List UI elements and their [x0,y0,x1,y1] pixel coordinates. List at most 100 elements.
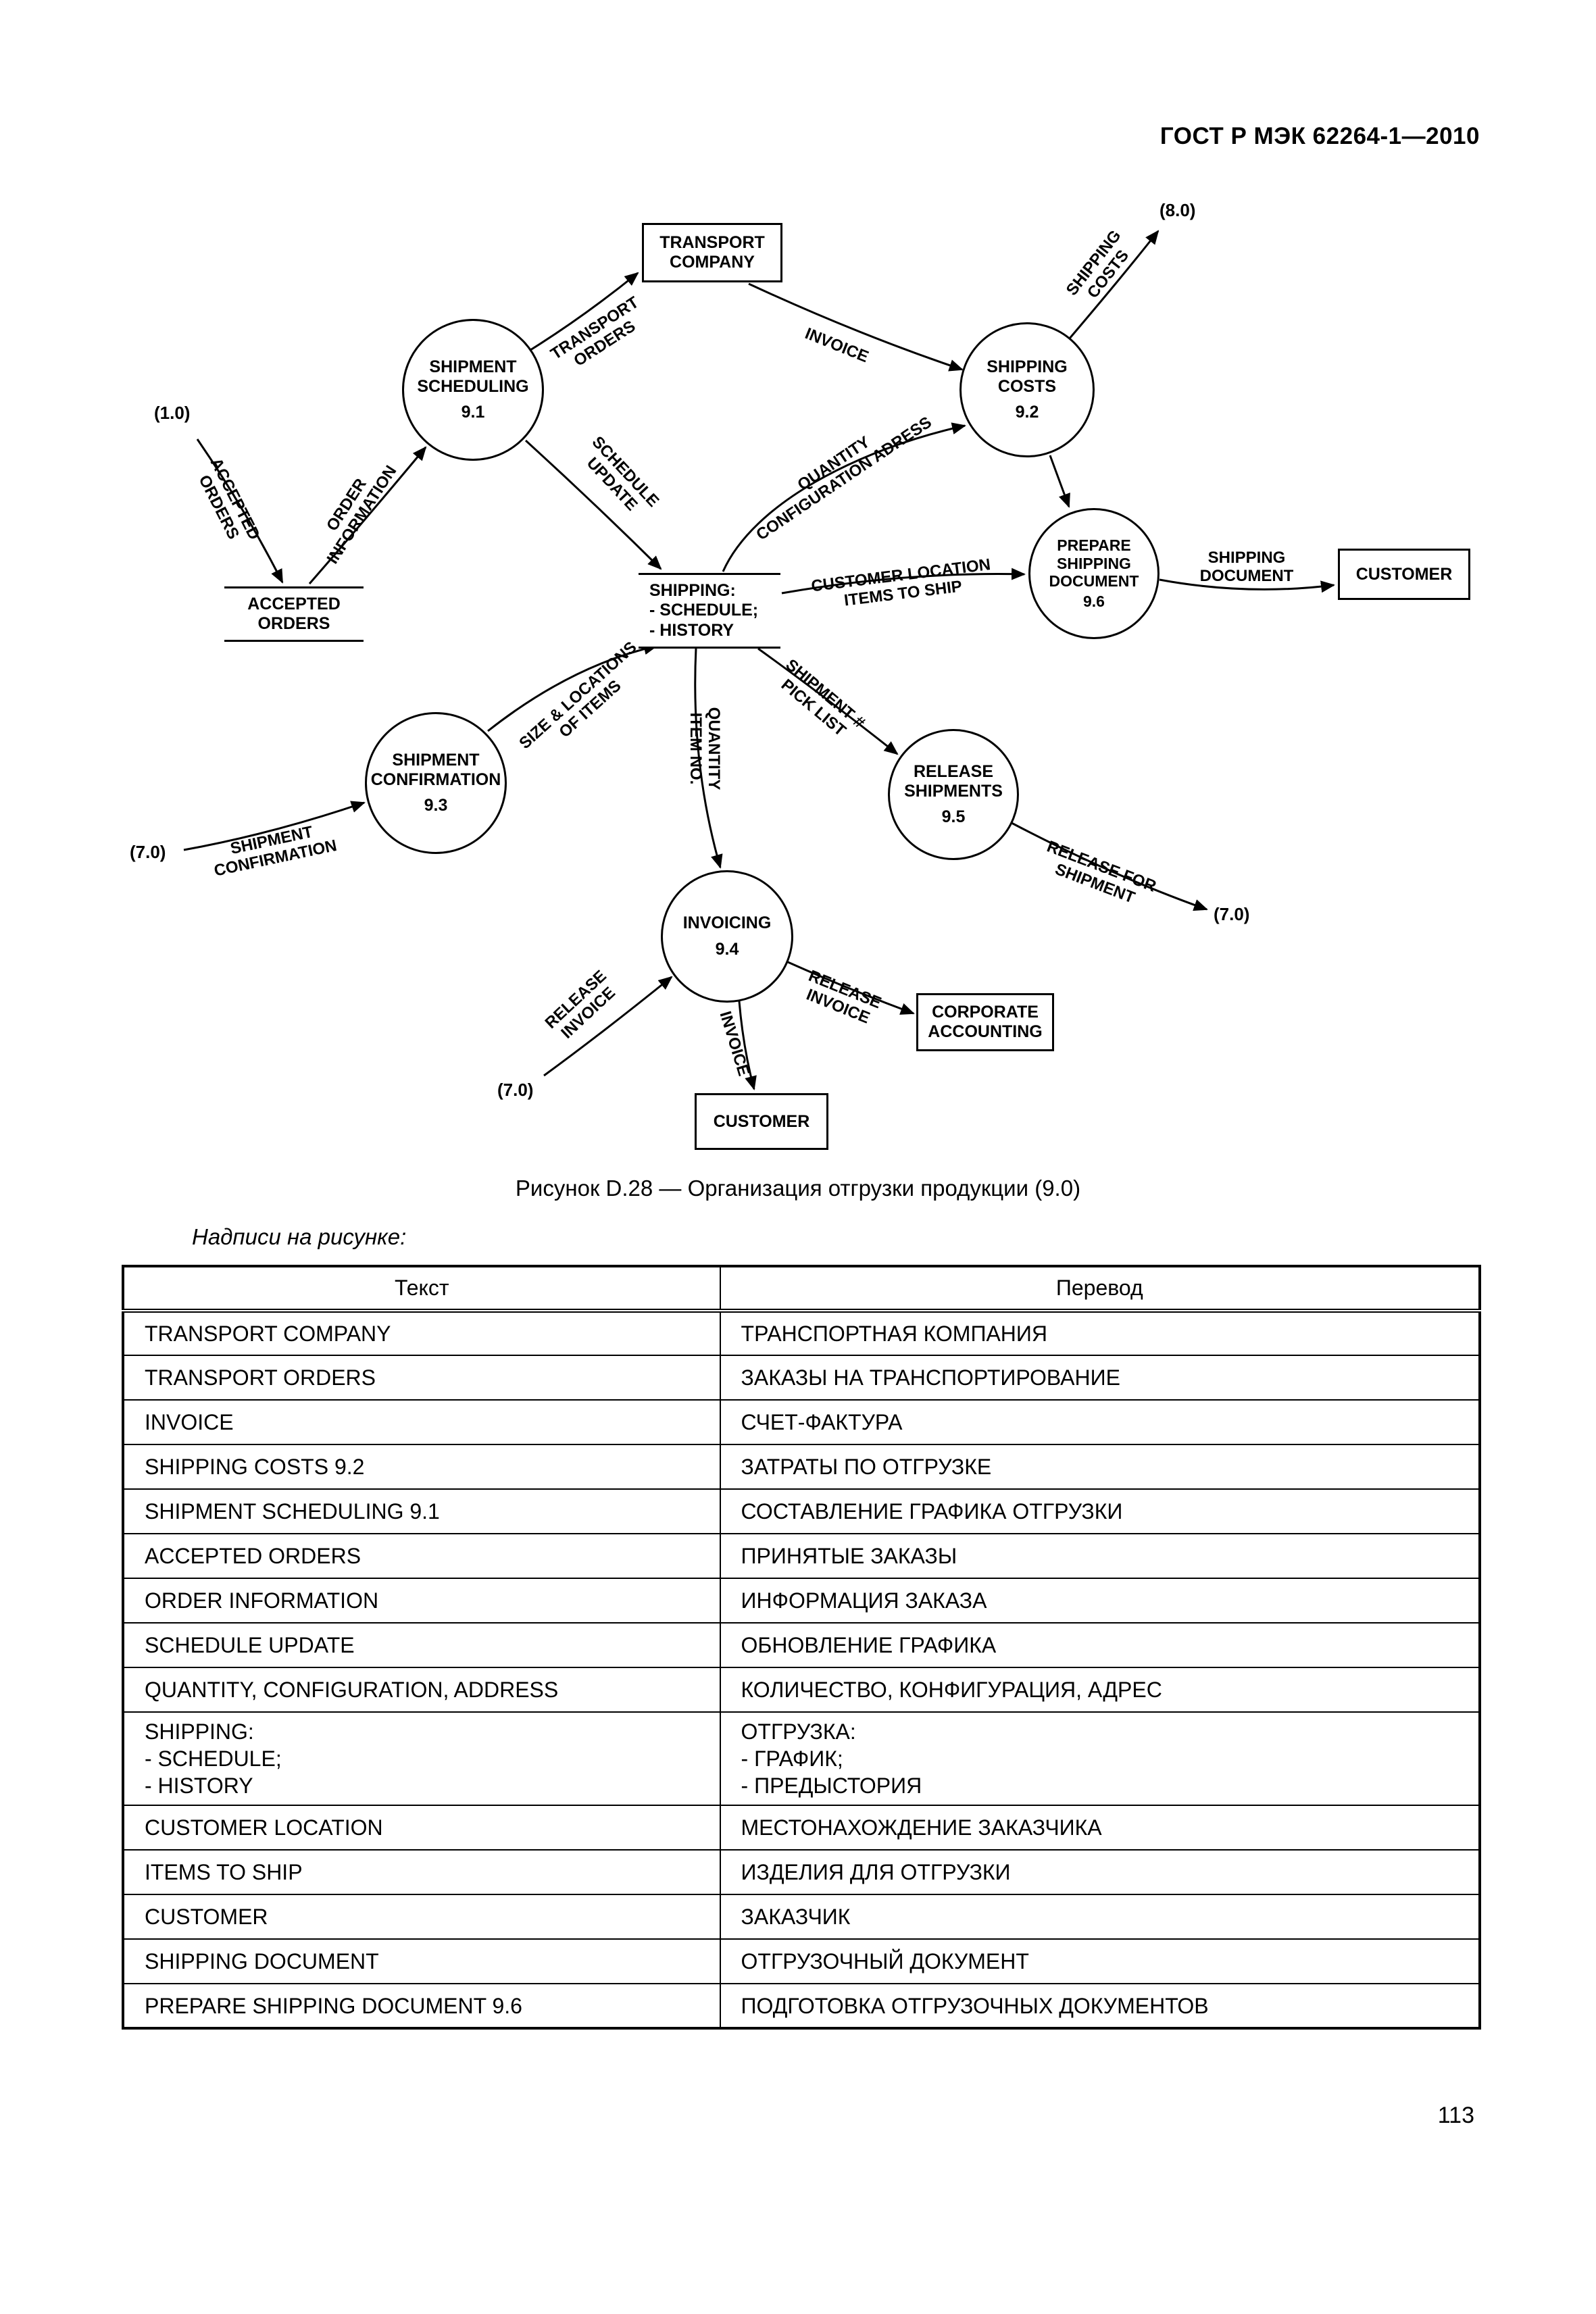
cell-text: SHIPPING: - SCHEDULE; - HISTORY [122,1711,721,1806]
entity-label: CUSTOMER [713,1111,810,1131]
table-header-text: Текст [122,1265,721,1313]
arrow-shipment-confirmation-in [183,801,366,851]
process-number: 9.3 [424,796,448,815]
entity-label: TRANSPORT COMPANY [659,233,765,272]
cell-text: SCHEDULE UPDATE [122,1622,721,1668]
ref-8-0: (8.0) [1159,200,1196,220]
arrow-costs-to-prepare [1049,455,1070,508]
arrow-transport-orders [530,272,639,351]
ref-1-0: (1.0) [154,403,191,423]
store-label: ACCEPTED ORDERS [247,594,341,634]
flow-label-quantity-item-no: QUANTITY ITEM NO. [687,707,723,790]
ref-7-0-bottom: (7.0) [497,1080,534,1100]
cell-translation: ОТГРУЗКА: - ГРАФИК; - ПРЕДЫСТОРИЯ [719,1711,1481,1806]
cell-translation: ЗАКАЗЫ НА ТРАНСПОРТИРОВАНИЕ [719,1355,1481,1401]
cell-text: SHIPPING COSTS 9.2 [122,1444,721,1490]
arrow-release-invoice-in [543,976,673,1077]
flow-arrows-svg [183,230,1335,1090]
flow-label-shipping-document: SHIPPING DOCUMENT [1199,549,1294,585]
arrow-invoice-to-customer [738,1001,757,1090]
cell-text: CUSTOMER LOCATION [122,1805,721,1851]
cell-text: ITEMS TO SHIP [122,1849,721,1895]
entity-customer-right: CUSTOMER [1338,549,1470,600]
cell-translation: КОЛИЧЕСТВО, КОНФИГУРАЦИЯ, АДРЕС [719,1667,1481,1713]
cell-text: ACCEPTED ORDERS [122,1533,721,1579]
process-shipment-scheduling: SHIPMENT SCHEDULING 9.1 [402,319,544,461]
process-shipment-confirmation: SHIPMENT CONFIRMATION 9.3 [365,712,507,854]
entity-label: CUSTOMER [1355,564,1453,584]
process-number: 9.4 [715,940,739,959]
cell-text: ORDER INFORMATION [122,1578,721,1624]
arrow-release-invoice-out [787,961,915,1015]
figure-caption: Рисунок D.28 — Организация отгрузки прод… [515,1176,1081,1201]
document-header: ГОСТ Р МЭК 62264-1—2010 [1159,123,1480,149]
process-number: 9.5 [941,807,966,827]
process-label: SHIPPING COSTS [987,357,1068,396]
process-label: SHIPMENT CONFIRMATION [370,750,501,789]
page-number: 113 [1437,2103,1474,2128]
ref-7-0-right: (7.0) [1214,904,1250,924]
arrow-order-information [308,446,427,584]
process-number: 9.6 [1083,593,1105,611]
cell-text: TRANSPORT ORDERS [122,1355,721,1401]
cell-text: QUANTITY, CONFIGURATION, ADDRESS [122,1667,721,1713]
cell-translation: ИЗДЕЛИЯ ДЛЯ ОТГРУЗКИ [719,1849,1481,1895]
cell-translation: ПРИНЯТЫЕ ЗАКАЗЫ [719,1533,1481,1579]
arrow-size-locations [487,643,658,732]
process-number: 9.2 [1015,403,1039,422]
cell-text: CUSTOMER [122,1894,721,1940]
arrow-shipping-costs-out [1068,230,1159,340]
cell-translation: ОТГРУЗОЧНЫЙ ДОКУМЕНТ [719,1938,1481,1984]
process-label: INVOICING [682,913,772,933]
cell-text: TRANSPORT COMPANY [122,1310,721,1356]
entity-corporate-accounting: CORPORATE ACCOUNTING [916,993,1054,1051]
process-number: 9.1 [461,403,485,422]
cell-translation: ЗАТРАТЫ ПО ОТГРУЗКЕ [719,1444,1481,1490]
process-shipping-costs: SHIPPING COSTS 9.2 [959,322,1095,457]
store-shipping: SHIPPING: - SCHEDULE; - HISTORY [639,573,780,649]
entity-label: CORPORATE ACCOUNTING [928,1003,1043,1041]
entity-customer-bottom: CUSTOMER [695,1093,828,1150]
ref-7-0-left: (7.0) [130,842,166,862]
arrow-quantity-configuration [722,422,966,572]
arrow-shipment-pick-list [757,647,899,755]
cell-translation: ЗАКАЗЧИК [719,1894,1481,1940]
process-label: PREPARE SHIPPING DOCUMENT [1049,536,1139,590]
store-accepted-orders: ACCEPTED ORDERS [224,586,364,642]
cell-translation: ИНФОРМАЦИЯ ЗАКАЗА [719,1578,1481,1624]
arrow-invoice-top [748,282,964,372]
arrow-shipping-document [1159,578,1335,593]
cell-text: SHIPPING DOCUMENT [122,1938,721,1984]
process-release-shipments: RELEASE SHIPMENTS 9.5 [888,729,1019,860]
table-header-translation: Перевод [719,1265,1481,1313]
cell-translation: ОБНОВЛЕНИЕ ГРАФИКА [719,1622,1481,1668]
cell-translation: ПОДГОТОВКА ОТГРУЗОЧНЫХ ДОКУМЕНТОВ [719,1983,1481,2029]
arrow-accepted-orders [196,438,284,584]
table-header-row: Текст Перевод [122,1265,1481,1313]
cell-text: INVOICE [122,1399,721,1445]
cell-text: PREPARE SHIPPING DOCUMENT 9.6 [122,1983,721,2029]
table-intro: Надписи на рисунке: [192,1224,407,1249]
store-label: SHIPPING: - SCHEDULE; - HISTORY [649,580,759,640]
arrow-customer-location [781,568,1026,595]
dataflow-diagram: (1.0) (8.0) (7.0) (7.0) (7.0) TRANSPORT … [130,200,1470,1150]
cell-translation: СОСТАВЛЕНИЕ ГРАФИКА ОТГРУЗКИ [719,1488,1481,1534]
arrow-quantity-item-no [694,648,723,869]
